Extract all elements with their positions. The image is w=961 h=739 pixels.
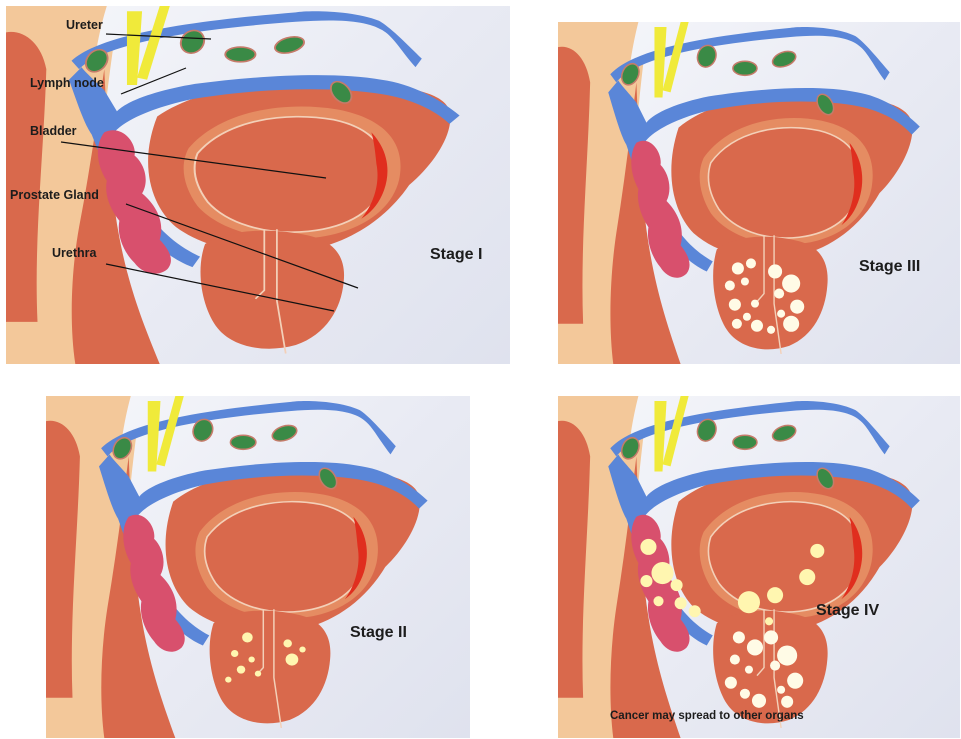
- bladder-lumen: [708, 128, 860, 238]
- stage-label: Stage II: [350, 624, 407, 642]
- anatomy-illustration: [558, 22, 960, 364]
- lymph-node: [270, 422, 299, 443]
- bladder-lumen: [205, 502, 366, 612]
- anatomy-base: [46, 396, 428, 738]
- label-lymph-node: Lymph node: [30, 76, 104, 90]
- label-urethra: Urethra: [52, 246, 96, 260]
- anatomy-illustration: [46, 396, 470, 738]
- prostate: [210, 611, 331, 724]
- panel-stage-4: Stage IV Cancer may spread to other orga…: [558, 396, 960, 738]
- lymph-node: [230, 435, 255, 449]
- stage-label: Stage III: [859, 258, 920, 276]
- lymph-node: [770, 422, 797, 443]
- leader-lines: [6, 6, 510, 364]
- leader-line-urethra: [106, 264, 334, 311]
- label-prostate-gland: Prostate Gland: [10, 188, 99, 202]
- metastasis-note: Cancer may spread to other organs: [610, 710, 804, 722]
- label-bladder: Bladder: [30, 124, 77, 138]
- leader-line-ureter: [106, 34, 211, 39]
- lymph-node: [770, 48, 797, 69]
- leader-line-lymph-node: [121, 68, 186, 94]
- bladder-lumen: [708, 502, 860, 612]
- stage-label: Stage I: [430, 246, 482, 264]
- anatomy-base: [558, 396, 920, 738]
- panel-stage-2: Stage II: [46, 396, 470, 738]
- anatomy-base: [558, 22, 920, 364]
- lymph-node: [733, 435, 757, 449]
- anatomy-illustration: [558, 396, 960, 738]
- leader-line-bladder: [61, 142, 326, 178]
- panel-stage-3: Stage III: [558, 22, 960, 364]
- panel-stage-1: Ureter Lymph node Bladder Prostate Gland…: [6, 6, 510, 364]
- lymph-node: [733, 61, 757, 75]
- stage-label: Stage IV: [816, 602, 879, 620]
- label-ureter: Ureter: [66, 18, 103, 32]
